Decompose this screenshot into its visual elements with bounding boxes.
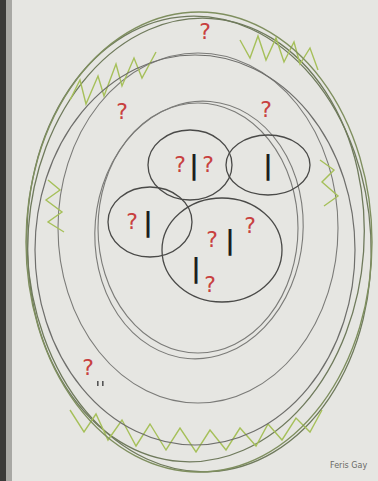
- ellipse-line: [26, 12, 372, 472]
- question-mark: ?: [82, 357, 94, 379]
- signature-text: Feris Gay: [330, 462, 367, 470]
- outer-rings: [13, 7, 378, 481]
- question-mark: ?: [260, 99, 272, 121]
- ellipse-line: [148, 130, 232, 200]
- region-ellipse: ?|?: [148, 130, 232, 200]
- question-mark: ?: [199, 21, 211, 43]
- green-scribble: [46, 36, 338, 452]
- inner-rings: [58, 53, 338, 403]
- paper-shadow: [6, 0, 12, 481]
- pencil-dots: [97, 381, 104, 386]
- paper-edge: [0, 0, 6, 481]
- question-mark: ?: [244, 215, 256, 237]
- tally-mark: |: [225, 227, 235, 253]
- question-mark: ?: [204, 274, 216, 296]
- tally-mark: |: [143, 209, 153, 235]
- tally-mark: |: [263, 152, 273, 178]
- region-ellipse: |: [226, 135, 310, 195]
- region-ellipse: ????|?|?|?|?|?: [35, 55, 355, 445]
- question-mark: ?: [206, 229, 218, 251]
- region-ellipse: ?????|?|?|?|?|?: [26, 12, 372, 472]
- tally-mark: |: [189, 152, 199, 178]
- question-mark: ?: [116, 101, 128, 123]
- question-mark: ?: [202, 154, 214, 176]
- ellipse-outline: [35, 55, 355, 445]
- tally-mark: |: [191, 255, 201, 281]
- ellipse-line: [162, 198, 282, 302]
- region-ellipse: ?|: [108, 187, 192, 257]
- ellipse-line: [35, 55, 355, 445]
- ellipse-outline: [26, 12, 372, 472]
- ellipse-line: [226, 135, 310, 195]
- ellipse-line: [108, 187, 192, 257]
- region-ellipse: ?|?|?: [162, 198, 282, 302]
- question-mark: ?: [126, 211, 138, 233]
- ellipse-outline: [162, 198, 282, 302]
- question-mark: ?: [174, 154, 186, 176]
